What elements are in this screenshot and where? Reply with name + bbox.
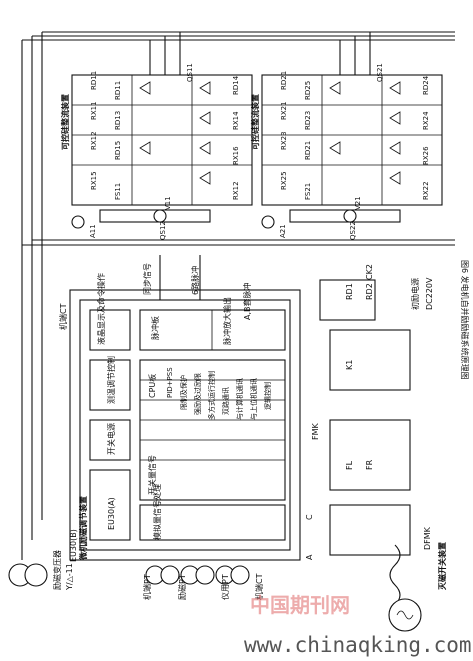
- dc-supply-label: DC220V: [425, 277, 434, 310]
- rx11-label: RX11: [90, 101, 98, 120]
- ab-pulse-label: A,B套脉冲: [242, 282, 252, 320]
- fmk-label: FMK: [311, 422, 320, 440]
- rd2-label: RD2: [365, 283, 374, 300]
- cpu-label: CPU板: [147, 374, 157, 398]
- rx22-label: RX22: [422, 181, 430, 200]
- rd21-label: RD21: [280, 71, 288, 90]
- limit2-label: 强励及过励限: [193, 373, 202, 415]
- rd24-label: RD24: [422, 75, 430, 95]
- regulator-block: [69, 289, 301, 561]
- pdcs-label: 与上位机通讯: [249, 378, 258, 420]
- limit3-label: 多方式运行控制: [207, 371, 216, 420]
- rx25-label: RX25: [280, 171, 288, 190]
- rx24-label: RX24: [422, 111, 430, 130]
- eu30b-label: EU30(B): [69, 529, 78, 562]
- temp-label: 测温调节控制: [106, 356, 116, 404]
- ct-fuse-label: 开关电源: [106, 423, 116, 455]
- rx21-label: RX21: [280, 101, 288, 120]
- rx15-label: RX15: [90, 171, 98, 190]
- v21-label: V21: [354, 196, 362, 210]
- analog-proc-label: 模拟量信号处理: [152, 484, 162, 540]
- rd23-label: RD23: [304, 111, 312, 130]
- fl-label: FL: [345, 460, 354, 470]
- rd21b-label: RD21: [304, 141, 312, 160]
- watermark-cn: 中国期刊网: [250, 593, 350, 617]
- thyristor-bridge-2: [261, 32, 443, 229]
- rd11b-label: RD11: [114, 81, 122, 100]
- qs12-label: QS12: [159, 221, 167, 240]
- pt1-label: 机端PT: [142, 574, 152, 600]
- thyristor-2-label: 可控硅整流装置: [250, 94, 260, 150]
- k1-label: K1: [345, 360, 354, 370]
- c-label: C: [305, 514, 314, 520]
- figure-caption: 图6 发电机自并励励磁系统原理图: [460, 260, 470, 380]
- main-bus-lines: [21, 31, 455, 560]
- eu30a-label: EU30(A): [107, 497, 116, 530]
- ct2-label: 机端CT: [254, 573, 264, 600]
- fs21-label: FS21: [304, 183, 312, 200]
- rd25-label: RD25: [304, 81, 312, 100]
- ck2-label: CK2: [365, 264, 374, 280]
- a11-label: A11: [89, 224, 97, 238]
- rx14-label: RX14: [232, 111, 240, 130]
- pulse-amp-label: 脉冲放大输出: [222, 297, 232, 345]
- pt2-label: 仪用PT: [221, 574, 230, 600]
- rd15-label: RD15: [114, 141, 122, 160]
- six-pulse-label: 6路脉冲: [190, 266, 200, 295]
- rx16-label: RX16: [232, 146, 240, 165]
- rd13-label: RD13: [114, 111, 122, 130]
- rx23-label: RX23: [280, 131, 288, 150]
- pulse-comp-label: 脉冲板: [150, 316, 160, 340]
- fr-label: FR: [365, 459, 374, 470]
- comm-label: 双路通讯: [221, 387, 230, 415]
- sync-label: 同步信号: [142, 263, 152, 295]
- a21-label: A21: [279, 224, 287, 238]
- rd1-label: RD1: [345, 283, 354, 300]
- field-circuit: [319, 279, 422, 632]
- signal-label: 开关量信号: [147, 455, 157, 495]
- exc-transformer-label: 励磁变压器: [52, 550, 62, 590]
- rx12b-label: RX12: [232, 181, 240, 200]
- logic-label: 逻辑控制: [263, 382, 272, 410]
- rd14-label: RD14: [232, 75, 240, 95]
- led-label: 液晶显示及命令操作: [96, 273, 106, 345]
- qs22-label: QS22: [349, 221, 357, 240]
- limit1-label: 限制及保护: [179, 375, 188, 410]
- instrument-transformers: [8, 563, 250, 587]
- rx26-label: RX26: [422, 146, 430, 165]
- qs21-label: QS21: [376, 63, 384, 82]
- fs11-label: FS11: [114, 183, 122, 200]
- rd11-label: RD11: [90, 71, 98, 90]
- init-exc-label: 初励电源: [410, 278, 420, 310]
- dfmk-label: DFMK: [423, 526, 432, 550]
- machine-ct-label: 机端CT: [58, 303, 68, 330]
- pt3-label: 励磁PT: [177, 574, 187, 600]
- v11-label: V11: [164, 196, 172, 210]
- pid-label: PID+PSS: [166, 367, 174, 398]
- rx12-label: RX12: [90, 131, 98, 150]
- qs11-label: QS11: [186, 63, 194, 82]
- pcomm-label: 与计算机通讯: [235, 378, 244, 420]
- field-flash-label: 灭磁开关装置: [437, 542, 447, 591]
- a-label: A: [305, 554, 314, 560]
- thyristor-bridge-1: [71, 32, 253, 229]
- regulator-title: 微机励磁调节装置: [78, 496, 88, 561]
- ratio-label: Y/△-11: [65, 563, 74, 591]
- thyristor-1-label: 可控硅整流装置: [60, 94, 70, 150]
- watermark-url: www.chinaqking.com: [244, 633, 472, 657]
